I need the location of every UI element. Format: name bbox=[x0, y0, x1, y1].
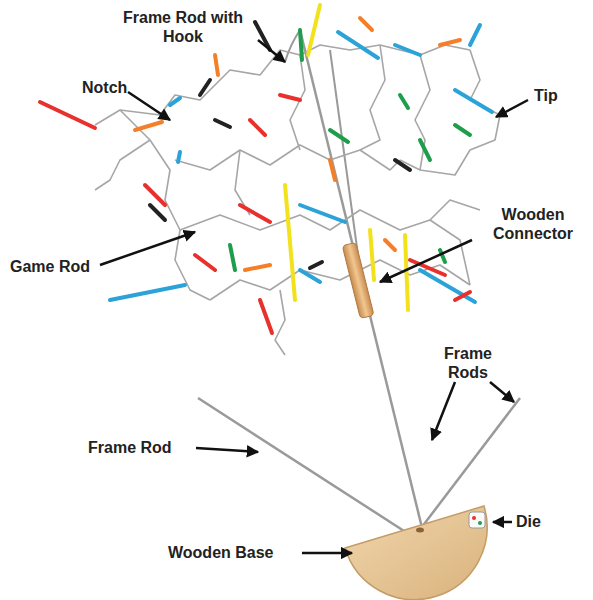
part-label: Frame Rods bbox=[428, 344, 508, 382]
game-stick bbox=[150, 205, 165, 220]
game-stick bbox=[285, 185, 295, 300]
game-stick bbox=[385, 240, 395, 250]
game-stick bbox=[280, 95, 300, 100]
game-stick bbox=[395, 45, 420, 55]
leader-arrow bbox=[258, 40, 285, 62]
game-stick bbox=[395, 160, 410, 170]
game-wire bbox=[210, 260, 470, 300]
game-stick bbox=[255, 22, 270, 50]
part-label: Frame Rod bbox=[88, 438, 198, 457]
part-label: Wooden Base bbox=[168, 543, 303, 562]
leader-arrow bbox=[380, 240, 472, 282]
game-wire bbox=[175, 145, 400, 170]
game-stick bbox=[308, 5, 320, 55]
game-sticks bbox=[40, 5, 492, 333]
game-stick bbox=[420, 270, 475, 302]
part-label: Frame Rod with Hook bbox=[118, 8, 248, 46]
game-stick bbox=[470, 25, 480, 45]
game-wire bbox=[120, 110, 210, 300]
game-wire bbox=[415, 55, 430, 170]
game-stick bbox=[370, 230, 374, 280]
leader-arrow bbox=[490, 382, 514, 402]
game-stick bbox=[330, 130, 348, 142]
game-stick bbox=[215, 120, 230, 127]
game-stick bbox=[40, 102, 95, 128]
game-stick bbox=[310, 262, 322, 268]
game-stick bbox=[440, 40, 460, 45]
game-stick bbox=[300, 30, 302, 60]
game-stick bbox=[338, 32, 378, 58]
game-wire bbox=[430, 200, 480, 220]
game-stick bbox=[135, 122, 162, 130]
leader-arrow bbox=[493, 521, 512, 524]
game-wire bbox=[290, 55, 305, 150]
game-stick bbox=[330, 160, 335, 180]
game-wires bbox=[95, 45, 500, 355]
game-stick bbox=[260, 300, 272, 333]
game-stick bbox=[215, 55, 218, 75]
frame-rod bbox=[198, 398, 418, 540]
game-stick bbox=[250, 120, 265, 135]
die-pip bbox=[478, 521, 482, 525]
game-wire bbox=[95, 140, 150, 190]
game-stick bbox=[170, 98, 180, 105]
leader-arrow bbox=[302, 552, 352, 555]
part-label: Notch bbox=[82, 78, 142, 97]
leader-arrow bbox=[128, 92, 170, 120]
game-wire bbox=[400, 50, 500, 175]
game-stick bbox=[455, 125, 470, 135]
base-hole bbox=[416, 528, 424, 533]
leader-arrow bbox=[432, 382, 455, 440]
part-label: Game Rod bbox=[10, 257, 100, 276]
game-stick bbox=[405, 235, 408, 310]
game-stick bbox=[400, 95, 408, 108]
part-label: Wooden Connector bbox=[478, 205, 588, 243]
game-stick bbox=[360, 18, 372, 30]
game-stick bbox=[455, 292, 470, 300]
rod-hook bbox=[285, 30, 300, 62]
game-wire bbox=[360, 45, 385, 150]
game-stick bbox=[240, 205, 270, 222]
game-wire bbox=[275, 290, 285, 355]
game-stick bbox=[230, 245, 235, 270]
game-stick bbox=[300, 270, 320, 282]
game-stick bbox=[195, 255, 215, 270]
leader-arrow bbox=[196, 448, 258, 452]
game-stick bbox=[110, 285, 185, 300]
frame-rods bbox=[198, 30, 520, 540]
game-stick bbox=[455, 90, 492, 112]
die bbox=[469, 512, 485, 528]
game-stick bbox=[200, 80, 210, 95]
game-stick bbox=[145, 185, 165, 205]
game-stick bbox=[300, 205, 345, 222]
die-pip bbox=[472, 516, 476, 520]
game-stick bbox=[420, 140, 430, 160]
wooden-connector bbox=[342, 242, 374, 318]
part-label: Die bbox=[516, 512, 556, 531]
part-label: Tip bbox=[534, 86, 574, 105]
game-stick bbox=[178, 152, 180, 162]
leader-lines bbox=[100, 40, 528, 553]
leader-arrow bbox=[100, 232, 195, 265]
frame-rod bbox=[300, 30, 425, 540]
game-stick bbox=[245, 265, 270, 270]
wooden-base bbox=[345, 506, 487, 600]
leader-arrow bbox=[496, 100, 528, 117]
game-wire bbox=[95, 45, 470, 125]
